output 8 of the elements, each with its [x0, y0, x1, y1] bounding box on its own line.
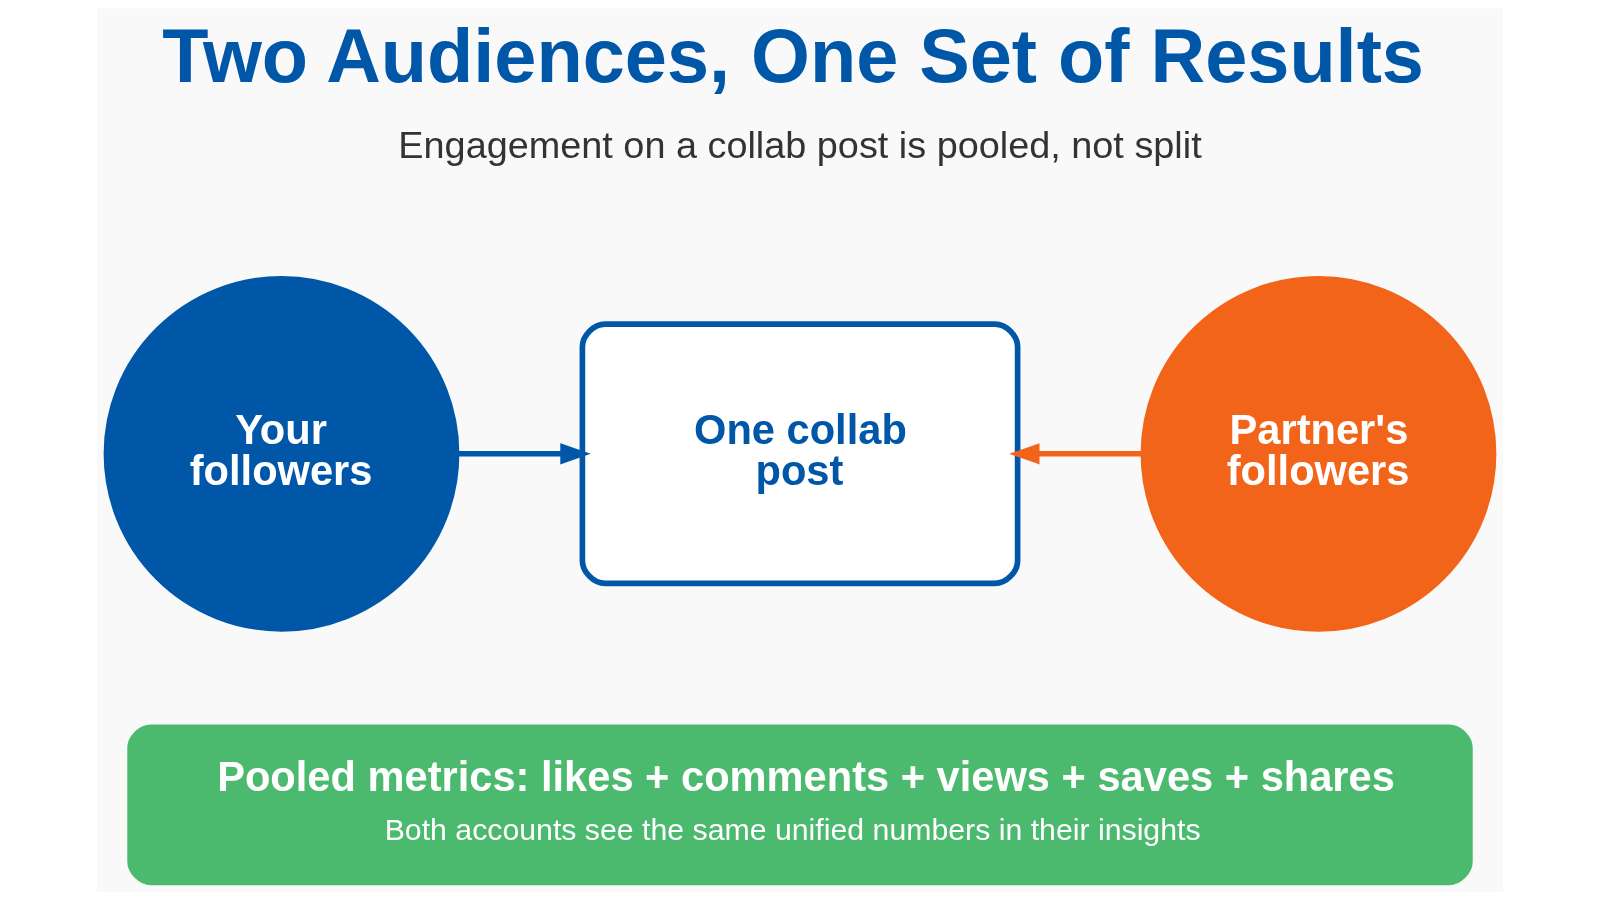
- node-circle: Partner's followers: [1140, 275, 1497, 632]
- node-box: Pooled metrics: likes + comments + views + saves + shares Both accounts see the same unified numbers in their insights: [127, 724, 1473, 886]
- label: Engagement on a collab post is pooled, not split: [398, 123, 1202, 166]
- arrow: [1009, 443, 1142, 465]
- diagram-title: Two Audiences, One Set of Results: [162, 12, 1424, 98]
- arrow: [458, 443, 591, 465]
- node-box: One collab post: [579, 321, 1021, 587]
- node-circle: Your followers: [103, 275, 460, 632]
